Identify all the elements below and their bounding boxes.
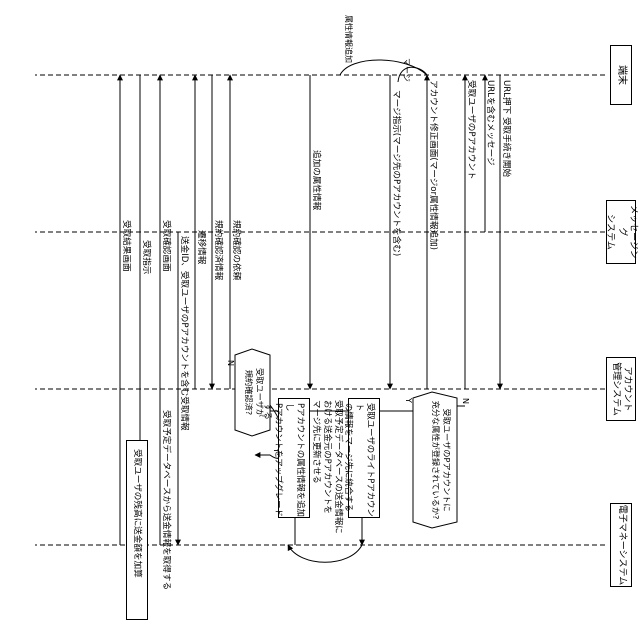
emoney-return-curve <box>288 545 362 562</box>
process-fetch-text: 受取予定データベースから送金情報を取得する <box>161 410 170 590</box>
d1-no-label: N <box>461 398 469 404</box>
msg-receive-instruction: 受取指示 <box>141 240 150 274</box>
process-add-balance-text: 受取ユーザの残高に送金額を加算 <box>132 449 141 578</box>
msg-terms-confirmed: 規約確認済情報 <box>213 220 222 280</box>
process-merge-text: 受取ユーザのライトPアカウント の情報をマージ先に統合する <box>343 403 376 517</box>
participant-account: アカウント 管理システム <box>606 357 636 421</box>
process-upgrade-text: Pアカウントの属性情報を追加し Pアカウントをアップグレードする <box>262 403 306 517</box>
msg-receive-result-screen: 受取結果画面 <box>121 220 130 272</box>
d2-no-label: N <box>226 360 234 366</box>
msg-account-fix-screen: アカウント修正画面(マージor属性情報追加) <box>428 80 437 250</box>
msg-receive-info: 送金ID、受取ユーザのPアカウントを含む受取情報 <box>179 236 188 431</box>
msg-url-press: URL押下 受取手続き開始 <box>501 80 510 177</box>
participant-account-label: アカウント 管理システム <box>610 362 633 416</box>
participant-emoney-label: 電子マネーシステム <box>615 505 626 586</box>
process-box-add-balance: 受取ユーザの残高に送金額を加算 <box>126 440 148 620</box>
msg-transition: 遷移情報 <box>196 230 205 264</box>
msg-terms-request: 規約確認の依頼 <box>231 220 240 280</box>
msg-attr-add: 属性情報追加 <box>344 15 352 63</box>
process-box-upgrade: Pアカウントの属性情報を追加し Pアカウントをアップグレードする <box>278 398 310 518</box>
participant-terminal: 端末 <box>610 45 632 105</box>
d1-yes-label: Y <box>404 398 412 403</box>
participant-messaging-label: メッセージング システム <box>604 201 638 263</box>
msg-url-message: URLを含むメッセージ <box>485 80 494 166</box>
participant-terminal-label: 端末 <box>615 65 628 85</box>
participant-messaging: メッセージング システム <box>606 200 636 264</box>
msg-merge: マージ <box>402 58 410 82</box>
participant-emoney: 電子マネーシステム <box>610 503 632 587</box>
process-update-text: 受取予定データベースの送金情報に おける送金元のPアカウントを マージ先に更新さ… <box>311 400 344 534</box>
process-box-merge: 受取ユーザのライトPアカウント の情報をマージ先に統合する <box>348 398 380 518</box>
msg-receive-confirm-screen: 受取確認画面 <box>161 220 170 272</box>
decision-1-text: 受取ユーザのPアカウントに 充分な属性が登録されているか? <box>431 398 452 522</box>
msg-p-account: 受取ユーザのPアカウント <box>466 80 475 180</box>
msg-merge-instruction: マージ指示(マージ先のPアカウントを含む) <box>391 90 400 256</box>
msg-additional-attr: 追加の属性情報 <box>311 150 320 210</box>
